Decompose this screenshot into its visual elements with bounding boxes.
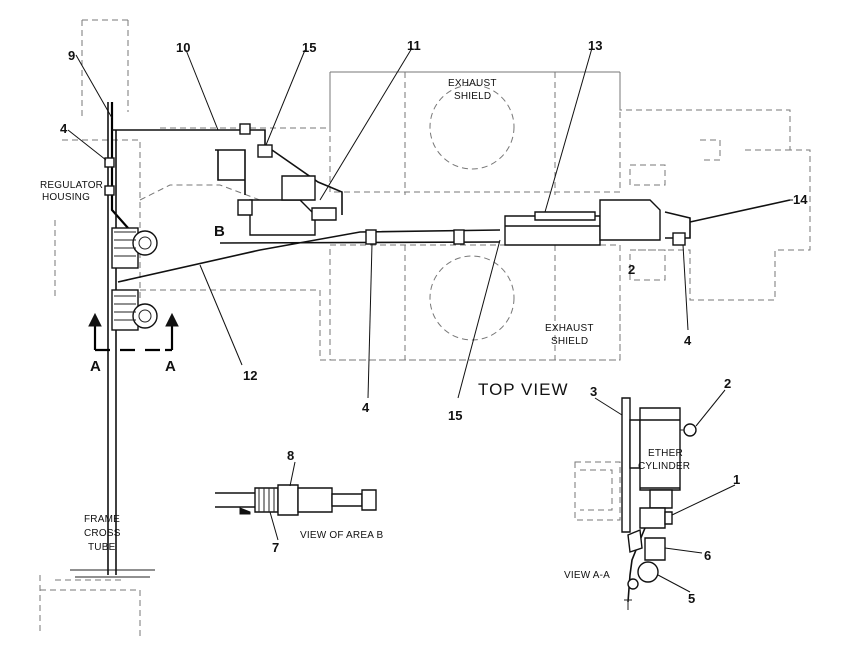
callout-12: 12	[243, 368, 257, 383]
ether-cylinder-line2: CYLINDER	[638, 461, 690, 472]
callout-8: 8	[287, 448, 294, 463]
ether-cylinder-drawing	[621, 397, 697, 610]
callout-2-top: 2	[724, 376, 731, 391]
callout-1: 1	[733, 472, 740, 487]
section-marks: B A A	[90, 223, 225, 375]
callout-10: 10	[176, 40, 190, 55]
callout-9: 9	[68, 48, 75, 63]
callout-5: 5	[688, 591, 695, 606]
regulator-valve-lower	[111, 289, 158, 331]
callout-11: 11	[407, 38, 421, 53]
regulator-housing-line2: HOUSING	[42, 192, 90, 203]
callout-leaders	[67, 47, 793, 593]
callout-15-top: 15	[302, 40, 316, 55]
top-view-title: TOP VIEW	[478, 380, 569, 399]
callout-3: 3	[590, 384, 597, 399]
section-a-left-mark: A	[90, 358, 101, 375]
view-a-a-title: VIEW A-A	[564, 570, 610, 581]
regulator-housing-line1: REGULATOR	[40, 180, 103, 191]
component-labels: EXHAUST SHIELD EXHAUST SHIELD REGULATOR …	[40, 78, 690, 553]
exhaust-shield-bottom-line1: EXHAUST	[545, 323, 594, 334]
callout-13: 13	[588, 38, 602, 53]
area-b-fitting-drawing	[215, 484, 377, 516]
section-a-a-marker	[88, 312, 179, 352]
exhaust-shield-bottom-line2: SHIELD	[551, 336, 588, 347]
frame-cross-tube-line2: CROSS	[84, 528, 121, 539]
regulator-valve-upper	[111, 227, 158, 269]
view-area-b-title: VIEW OF AREA B	[300, 530, 384, 541]
view-titles: TOP VIEW VIEW OF AREA B VIEW A-A	[300, 380, 610, 581]
ether-lines-top-view	[104, 102, 791, 575]
callout-4-mid: 4	[362, 400, 370, 415]
callout-15-bottom: 15	[448, 408, 462, 423]
callout-14: 14	[793, 192, 808, 207]
callout-6: 6	[704, 548, 711, 563]
callout-4-left: 4	[60, 121, 68, 136]
exhaust-shield-top-line2: SHIELD	[454, 91, 491, 102]
frame-cross-tube-line1: FRAME	[84, 514, 120, 525]
area-b-mark: B	[214, 223, 225, 240]
ether-cylinder-line1: ETHER	[648, 448, 683, 459]
engine-outline	[39, 19, 811, 640]
callout-numbers: 9 4 10 15 11 13 14 2 4 12 4 15 3 2 1 6 5…	[60, 38, 808, 606]
section-a-right-mark: A	[165, 358, 176, 375]
exhaust-shield-top-line1: EXHAUST	[448, 78, 497, 89]
callout-7: 7	[272, 540, 279, 555]
frame-cross-tube-line3: TUBE	[88, 542, 116, 553]
callout-2-right: 2	[628, 262, 635, 277]
callout-4-right: 4	[684, 333, 692, 348]
